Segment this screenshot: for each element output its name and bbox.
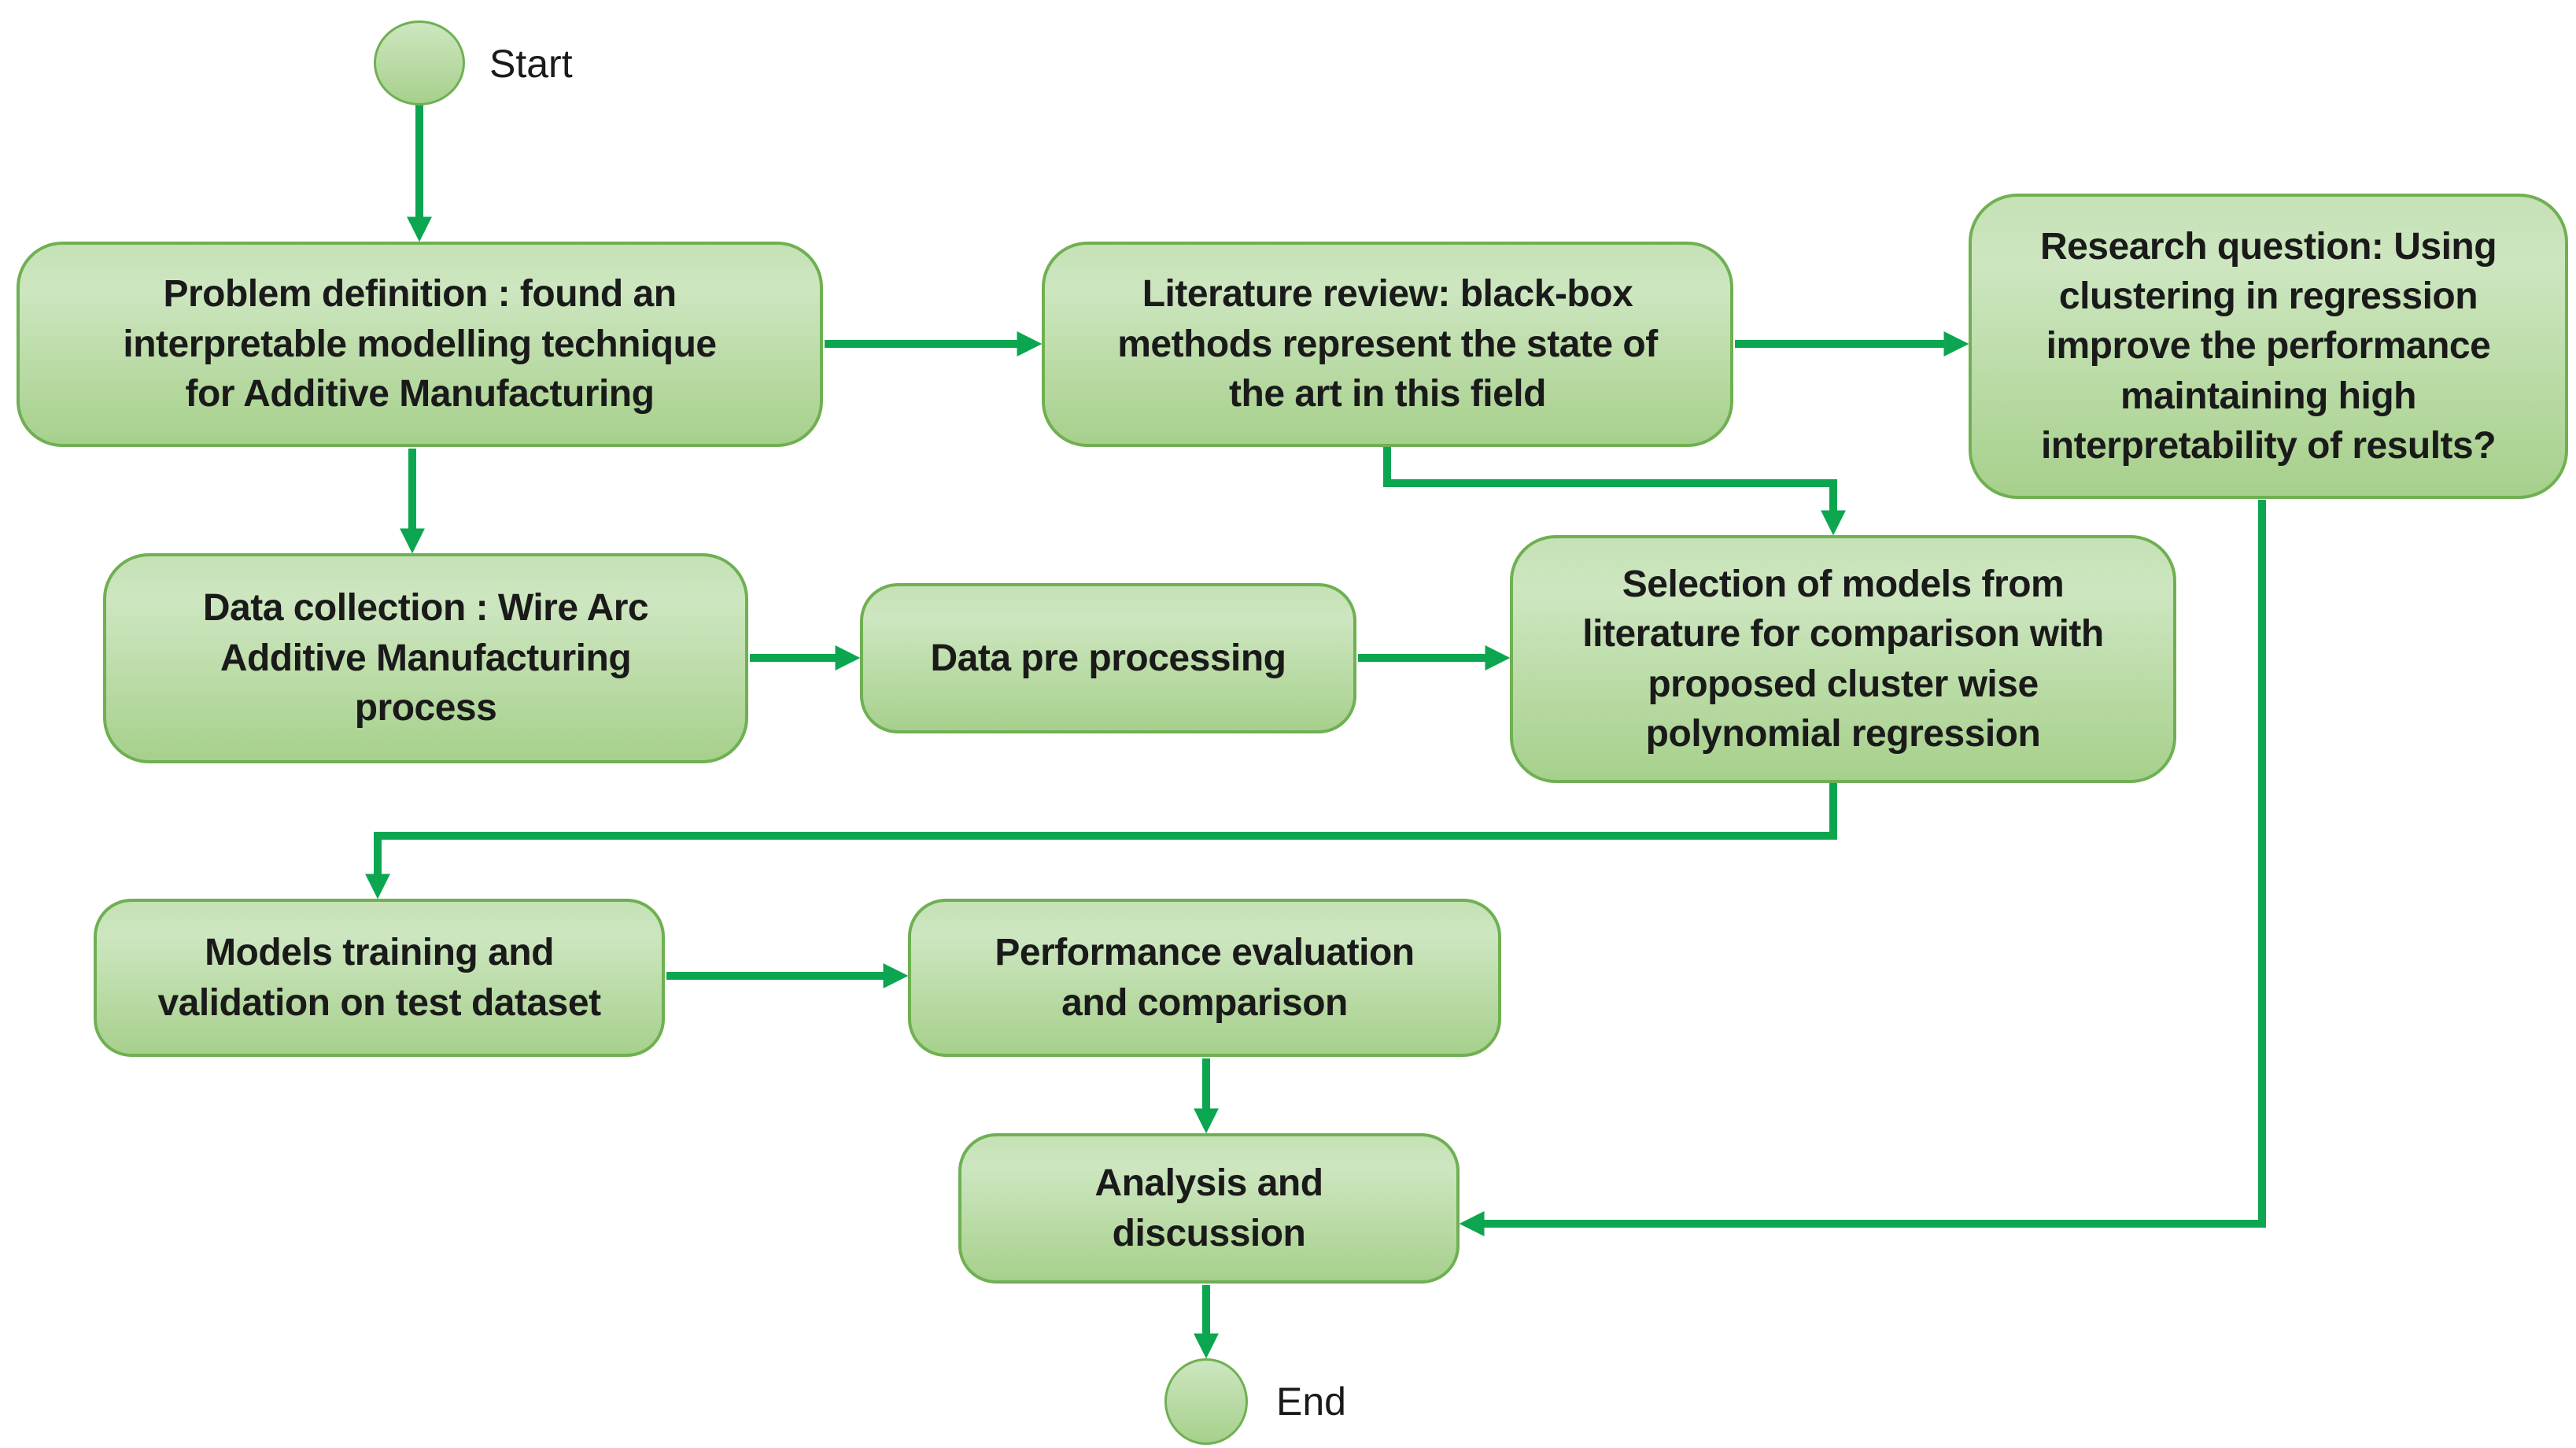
end-label: End: [1276, 1380, 1346, 1424]
node-data-collection: Data collection : Wire Arc Additive Manu…: [103, 553, 748, 763]
end-terminal: [1164, 1358, 1248, 1445]
arrow-literature-review-to-model-selection: [1383, 447, 1847, 536]
start-terminal: [374, 20, 465, 105]
arrow-research-question-to-analysis-discussion: [1459, 500, 2266, 1237]
node-research-question-text: Research question: Using clustering in r…: [2039, 225, 2497, 467]
node-model-selection-text: Selection of models from literature for …: [1582, 563, 2104, 755]
node-models-training-text: Models training and validation on test d…: [157, 932, 601, 1024]
node-analysis-discussion: Analysis and discussion: [958, 1133, 1460, 1284]
node-research-question: Research question: Using clustering in r…: [1969, 194, 2568, 499]
node-literature-review-text: Literature review: black-box methods rep…: [1117, 273, 1658, 416]
node-data-preprocessing-text: Data pre processing: [930, 637, 1286, 679]
node-problem-definition: Problem definition : found an interpreta…: [17, 242, 823, 447]
node-performance-evaluation-text: Performance evaluation and comparison: [995, 932, 1415, 1024]
node-data-collection-text: Data collection : Wire Arc Additive Manu…: [202, 587, 649, 730]
node-model-selection: Selection of models from literature for …: [1510, 535, 2176, 783]
node-literature-review: Literature review: black-box methods rep…: [1042, 242, 1733, 447]
start-label: Start: [489, 42, 573, 86]
node-data-preprocessing: Data pre processing: [860, 583, 1356, 733]
node-models-training: Models training and validation on test d…: [94, 899, 665, 1057]
node-performance-evaluation: Performance evaluation and comparison: [908, 899, 1501, 1057]
node-analysis-discussion-text: Analysis and discussion: [1094, 1162, 1323, 1254]
node-problem-definition-text: Problem definition : found an interpreta…: [123, 273, 717, 416]
arrow-model-selection-to-models-training: [364, 781, 1837, 899]
